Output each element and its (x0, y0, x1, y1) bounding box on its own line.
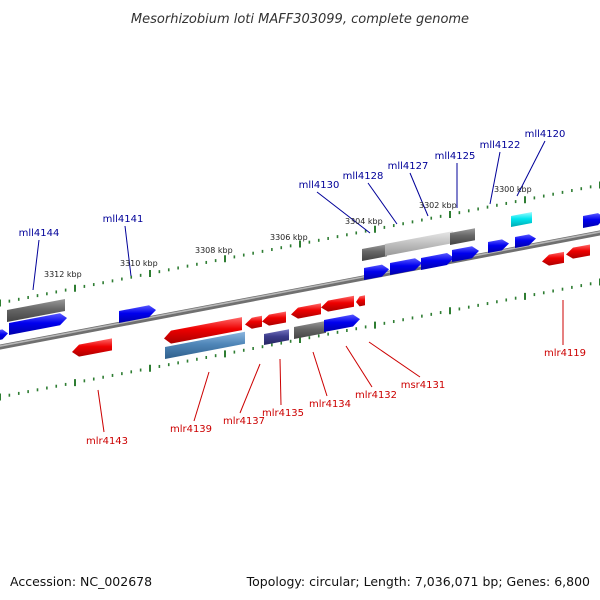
gene-label-mll4130[interactable]: mll4130 (299, 180, 340, 191)
label-leader-lines (32, 140, 564, 433)
scale-lines (0, 181, 600, 401)
pseudo-gene-bar[interactable] (7, 298, 65, 322)
gene-arrow[interactable] (583, 213, 600, 228)
gene-arrow-mlr4137[interactable] (245, 315, 262, 329)
leader-line (409, 172, 429, 217)
pseudo-gene-bar[interactable] (294, 320, 326, 339)
gene-label-mll4141[interactable]: mll4141 (103, 214, 144, 225)
gene-label-mll4128[interactable]: mll4128 (343, 171, 384, 182)
gene-label-mlr4134[interactable]: mlr4134 (309, 399, 351, 410)
gene-arrow[interactable] (566, 244, 590, 259)
gene-label-mlr4132[interactable]: mlr4132 (355, 390, 397, 401)
gene-label-mlr4119[interactable]: mlr4119 (544, 348, 586, 359)
leader-line (32, 239, 40, 291)
gene-label-mlr4139[interactable]: mlr4139 (170, 424, 212, 435)
genome-backbone-highlight (0, 231, 600, 347)
leader-line (97, 389, 105, 433)
leader-line (239, 363, 261, 414)
leader-line (367, 182, 398, 225)
leader-line (345, 345, 373, 388)
gene-arrow-mll4144[interactable] (9, 313, 67, 335)
gene-label-mll4144[interactable]: mll4144 (19, 228, 60, 239)
gene-arrow[interactable] (0, 329, 8, 341)
leader-line (124, 225, 132, 277)
accession-text: Accession: NC_002678 (10, 574, 152, 589)
gene-bar[interactable] (165, 331, 245, 359)
leader-line (279, 358, 282, 406)
gene-arrow-msr4131[interactable] (356, 295, 365, 307)
gene-arrow-mll4141[interactable] (119, 305, 156, 323)
gene-arrow-mll4128[interactable] (390, 258, 422, 275)
scale-label: 3300 kbp (494, 185, 532, 194)
scale-label: 3306 kbp (270, 233, 308, 242)
gene-label-mll4127[interactable]: mll4127 (388, 161, 429, 172)
gene-arrow-mlr4143[interactable] (72, 338, 112, 357)
leader-line (516, 140, 546, 197)
lower-scale-line (0, 278, 600, 401)
gene-label-mlr4137[interactable]: mlr4137 (223, 416, 265, 427)
gene-arrow-mll4127[interactable] (421, 253, 454, 270)
gene-arrow-mlr4132[interactable] (321, 295, 354, 312)
leader-line (489, 151, 501, 205)
gene-label-mll4122[interactable]: mll4122 (480, 140, 521, 151)
pseudo-gene-bar[interactable] (362, 244, 387, 261)
scale-label: 3302 kbp (419, 201, 457, 210)
gene-arrow[interactable] (515, 234, 536, 248)
gene-arrow[interactable] (262, 311, 286, 326)
scale-label: 3312 kbp (44, 270, 82, 279)
leader-line (193, 371, 210, 422)
gene-arrow-mll4122[interactable] (488, 239, 509, 253)
upper-scale-line (0, 181, 600, 307)
scale-label: 3304 kbp (345, 217, 383, 226)
scale-label: 3308 kbp (195, 246, 233, 255)
gene-features (0, 212, 600, 359)
gene-label-msr4131[interactable]: msr4131 (401, 380, 446, 391)
pseudo-gene-bar[interactable] (385, 231, 453, 256)
gene-arrow-mlr4119[interactable] (542, 251, 564, 266)
topology-text: Topology: circular; Length: 7,036,071 bp… (246, 574, 590, 589)
leader-line (312, 351, 328, 397)
map-title: Mesorhizobium loti MAFF303099, complete … (131, 12, 469, 27)
leader-line (368, 341, 421, 378)
pseudo-gene-bar[interactable] (450, 228, 475, 245)
gene-label-mlr4135[interactable]: mlr4135 (262, 408, 304, 419)
scale-label: 3310 kbp (120, 259, 158, 268)
gene-arrow-mll4125[interactable] (452, 246, 479, 262)
gene-bar-mlr4135[interactable] (264, 329, 289, 345)
trna-gene-mll4120[interactable] (511, 212, 532, 227)
leader-line (316, 191, 371, 234)
gene-arrow-mlr4134[interactable] (291, 303, 321, 319)
genome-backbone (0, 230, 600, 350)
gene-label-mll4120[interactable]: mll4120 (525, 129, 566, 140)
gene-arrow-mlr4139[interactable] (164, 317, 242, 344)
gene-arrow-mll4130[interactable] (364, 264, 389, 280)
gene-arrow[interactable] (324, 314, 360, 332)
gene-label-mlr4143[interactable]: mlr4143 (86, 436, 128, 447)
gene-label-mll4125[interactable]: mll4125 (435, 151, 476, 162)
